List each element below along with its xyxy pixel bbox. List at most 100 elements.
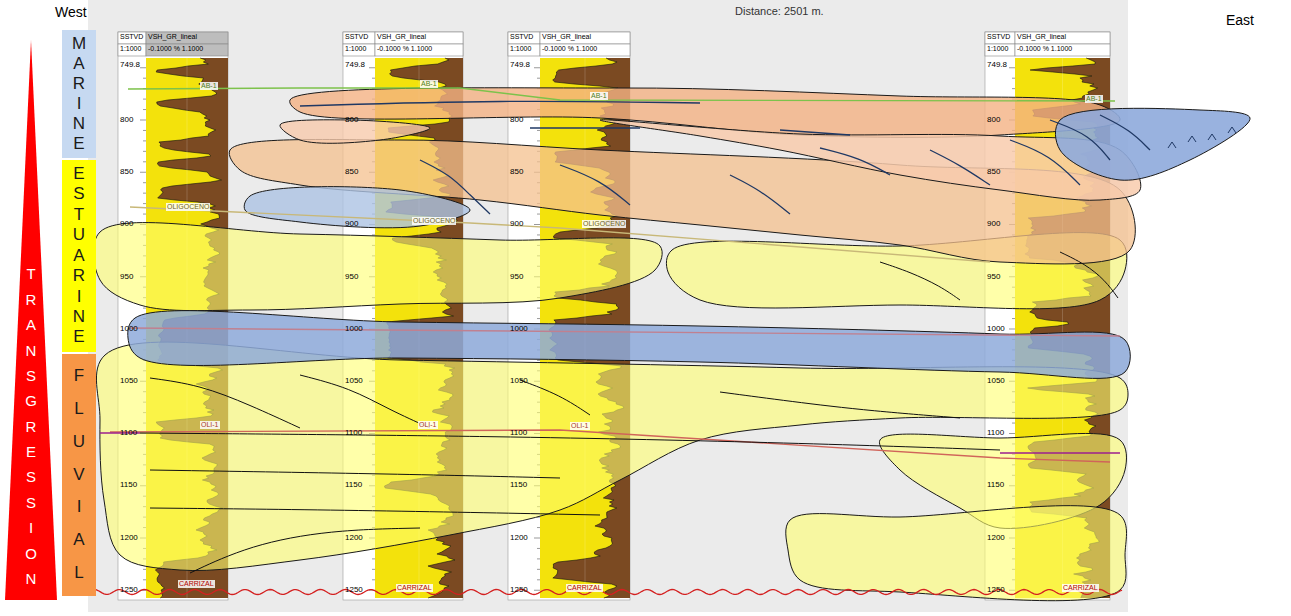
depth-label: 749.8 — [120, 60, 140, 70]
depth-label: 1100 — [120, 428, 137, 438]
horizon-label: AB-1 — [590, 92, 608, 100]
depth-label: 1250 — [987, 585, 1005, 595]
track-scale: -0.1000 % 1.1000 — [377, 45, 432, 53]
accretion-line — [880, 262, 960, 300]
accretion-line — [1060, 252, 1118, 298]
accretion-line — [140, 433, 1000, 450]
vertical-label: MARINE — [62, 34, 96, 154]
accretion-line — [300, 375, 430, 428]
depth-label: 1250 — [510, 585, 528, 595]
depth-label: 1000 — [120, 324, 138, 334]
environment-band: FLUVIAL — [62, 354, 96, 596]
depth-label: 1000 — [510, 324, 528, 334]
accretion-line — [780, 130, 850, 135]
depth-label: 1050 — [345, 376, 363, 386]
track-header: SSTVD — [345, 33, 368, 41]
track-header: SSTVD — [510, 33, 533, 41]
transgression-arrow: TRANSGRESSION — [5, 40, 57, 600]
depth-label: 1150 — [987, 480, 1004, 490]
accretion-line — [520, 380, 590, 415]
environment-band: ESTUARINE — [62, 160, 96, 352]
horizon-label: CARRIZAL — [1062, 584, 1099, 592]
depth-label: 850 — [987, 167, 1000, 177]
accretion-line — [1010, 140, 1080, 185]
track-scale: 1:1000 — [987, 45, 1008, 53]
vertical-label: FLUVIAL — [62, 360, 96, 590]
depth-label: 1200 — [987, 533, 1005, 543]
depth-label: 1100 — [987, 428, 1004, 438]
horizon-label: OLIGOCENO — [166, 203, 210, 211]
accretion-line — [150, 508, 600, 515]
track-scale: 1:1000 — [345, 45, 366, 53]
depth-label: 1150 — [510, 480, 527, 490]
facies-body — [128, 311, 1131, 379]
accretion-line — [150, 470, 560, 478]
depth-label: 1050 — [987, 376, 1005, 386]
facies-body — [1055, 108, 1250, 180]
track-header: SSTVD — [987, 33, 1010, 41]
horizon-line — [128, 88, 1115, 101]
depth-label: 850 — [345, 167, 358, 177]
depth-label: 900 — [120, 219, 133, 229]
track-scale: -0.1000 % 1.1000 — [542, 45, 597, 53]
environment-band: MARINE — [62, 30, 96, 158]
section-panel — [88, 0, 1128, 612]
depth-label: 850 — [510, 167, 523, 177]
accretion-line — [530, 127, 640, 128]
bioturbation-symbol — [1168, 142, 1176, 148]
track-scale: 1:1000 — [510, 45, 531, 53]
depth-label: 850 — [120, 167, 133, 177]
direction-label: West — [55, 4, 87, 21]
horizon-label: OLI-1 — [200, 421, 220, 429]
depth-label: 1200 — [510, 533, 528, 543]
depth-label: 950 — [120, 272, 133, 282]
horizon-line — [110, 430, 1110, 462]
depth-label: 950 — [987, 272, 1000, 282]
accretion-line — [300, 101, 700, 106]
depth-label: 900 — [987, 219, 1000, 229]
direction-label: East — [1226, 12, 1254, 29]
track-header: VSH_GR_lineal — [377, 33, 426, 41]
horizon-label: OLI-1 — [570, 422, 590, 430]
depth-label: 1050 — [510, 376, 528, 386]
horizon-label: AB-1 — [1085, 95, 1103, 103]
horizon-label: OLI-1 — [418, 421, 438, 429]
bioturbation-symbol — [1208, 134, 1216, 140]
depth-label: 950 — [510, 272, 523, 282]
track-scale: -0.1000 % 1.1000 — [1017, 45, 1072, 53]
accretion-line — [420, 160, 490, 214]
unconformity-line — [92, 590, 1122, 595]
distance-label: Distance: 2501 m. — [735, 5, 824, 18]
track-scale: 1:1000 — [120, 45, 141, 53]
accretion-line — [190, 528, 420, 573]
horizon-label: CARRIZAL — [566, 584, 603, 592]
facies-body — [786, 506, 1127, 601]
horizon-label: OLIGOCENO — [582, 220, 626, 228]
accretion-line — [820, 148, 890, 175]
depth-label: 1200 — [345, 533, 363, 543]
depth-label: 1150 — [345, 480, 362, 490]
accretion-line — [1100, 115, 1150, 150]
horizon-label: CARRIZAL — [178, 580, 215, 588]
depth-label: 1100 — [345, 428, 362, 438]
depth-label: 900 — [345, 219, 358, 229]
facies-body — [93, 223, 662, 311]
depth-label: 1250 — [345, 585, 363, 595]
accretion-line — [560, 165, 630, 205]
depth-label: 749.8 — [510, 60, 530, 70]
depth-label: 1050 — [120, 376, 138, 386]
accretion-line — [1050, 120, 1110, 160]
depth-label: 1100 — [510, 428, 527, 438]
horizon-label: OLIGOCENO — [412, 217, 456, 225]
accretion-line — [730, 175, 790, 214]
horizon-label: CARRIZAL — [396, 584, 433, 592]
bioturbation-symbol — [1228, 127, 1236, 133]
depth-label: 1250 — [120, 585, 138, 595]
vertical-label: ESTUARINE — [62, 164, 96, 348]
track-header: VSH_GR_lineal — [542, 33, 591, 41]
horizon-label: AB-1 — [420, 80, 438, 88]
depth-label: 749.8 — [987, 60, 1007, 70]
vertical-label: TRANSGRESSION — [5, 262, 57, 592]
depth-label: 800 — [345, 115, 358, 125]
